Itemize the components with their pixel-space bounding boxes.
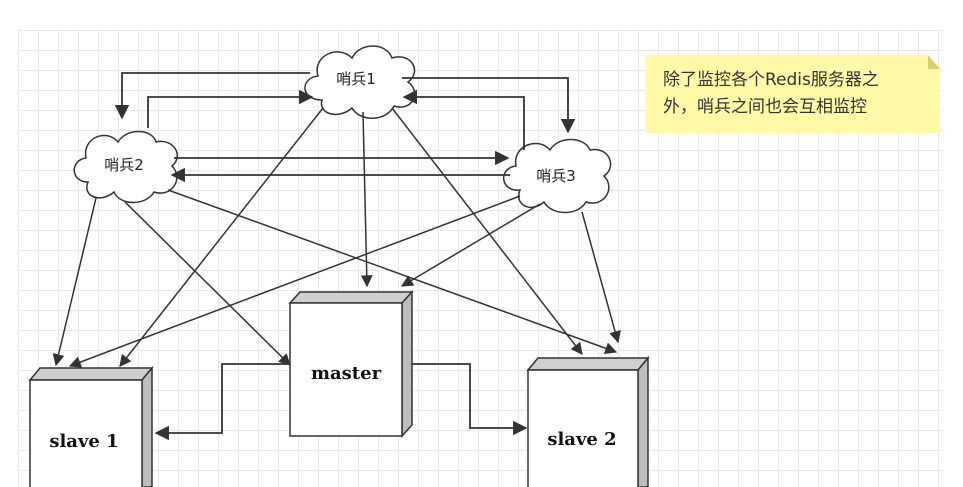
slave2-box: slave 2 <box>526 355 650 487</box>
note-line-2: 外，哨兵之间也会互相监控 <box>663 97 867 117</box>
sentinel3-label: 哨兵3 <box>536 167 576 185</box>
master-to-slave1-arrow <box>154 363 290 441</box>
s3-to-master-arrow <box>400 203 541 287</box>
sentinel2-label: 哨兵2 <box>104 156 144 174</box>
sentinel1-cloud: 哨兵1 <box>304 45 416 119</box>
master-box: master <box>288 290 414 438</box>
master-to-slave2-arrow <box>412 363 528 436</box>
master-label: master <box>311 363 382 384</box>
s1-to-master-arrow <box>360 111 373 288</box>
s2-to-s1-arrow <box>147 89 314 128</box>
sentinel-links <box>114 72 576 183</box>
s3-to-slave1-arrow <box>68 195 521 368</box>
note-line-1: 除了监控各个Redis服务器之 <box>663 70 879 90</box>
slave1-box: slave 1 <box>28 365 154 487</box>
s2-to-slave1-arrow <box>52 197 97 367</box>
s1-to-slave1-arrow <box>119 107 324 367</box>
replication-links <box>154 363 528 441</box>
sticky-note: 除了监控各个Redis服务器之 外，哨兵之间也会互相监控 <box>645 55 940 133</box>
monitor-links <box>52 107 621 368</box>
sentinel1-label: 哨兵1 <box>336 70 376 88</box>
sentinel3-cloud: 哨兵3 <box>503 138 612 214</box>
s3-to-slave2-arrow <box>581 211 621 344</box>
s2-to-master-arrow <box>124 201 291 366</box>
slave1-label: slave 1 <box>49 431 118 452</box>
sentinel2-cloud: 哨兵2 <box>73 130 178 204</box>
s1-to-s3-arrow <box>402 77 576 134</box>
slave2-label: slave 2 <box>547 429 616 450</box>
s1-to-s2-arrow <box>114 72 310 120</box>
s1-to-slave2-arrow <box>391 107 583 355</box>
s2-to-slave2-arrow <box>167 189 618 354</box>
s3-to-s1-arrow <box>402 89 525 150</box>
